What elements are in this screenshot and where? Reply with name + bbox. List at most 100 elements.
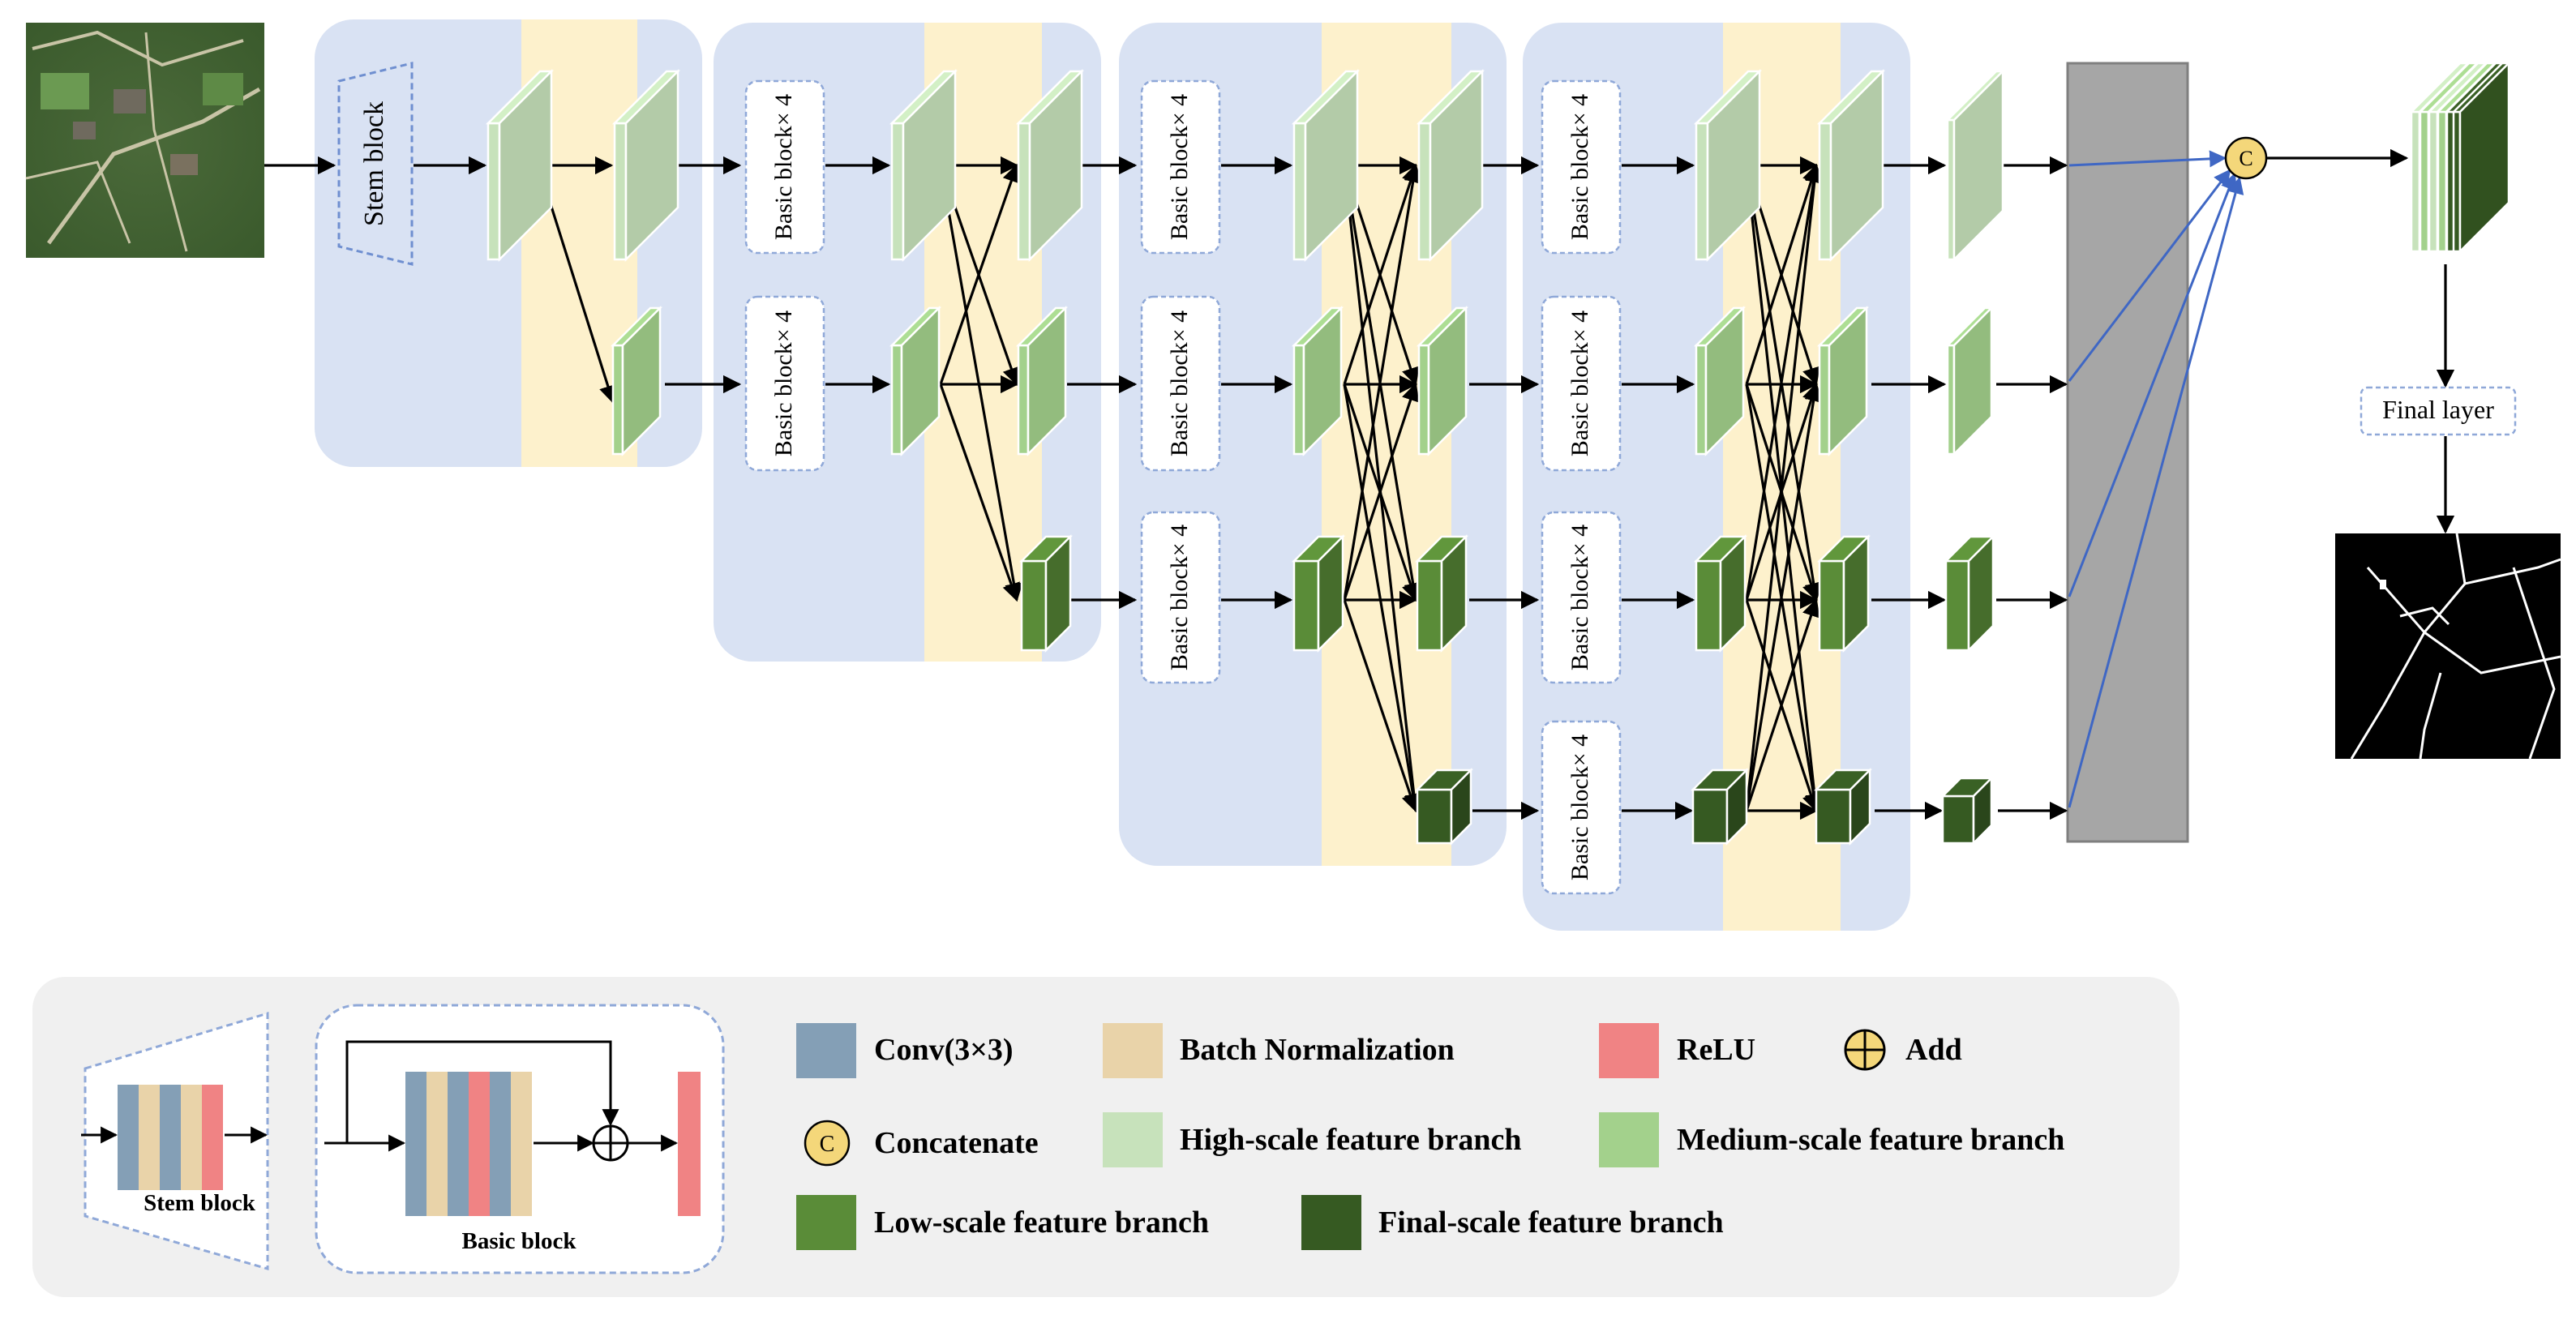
legend-basic-block: Basic block (315, 1004, 725, 1274)
stage4-final-out-front (1815, 788, 1852, 845)
stage4-high-out-front (1818, 122, 1832, 261)
stage3-low-out (1414, 533, 1469, 653)
stage3-medium-in-front (1292, 344, 1305, 456)
stage3-high-in (1291, 68, 1361, 263)
arrow-28 (1343, 383, 1422, 813)
stage3-medium-out (1416, 305, 1469, 457)
basic-block-box-5 (1140, 511, 1221, 684)
stage2-high-out-side (1028, 68, 1083, 263)
stage2-low-out-front (1020, 559, 1048, 652)
final-layer-label: Final layer (2382, 395, 2494, 424)
satellite-image-icon (25, 23, 264, 258)
stage4-final-in-side (1725, 767, 1748, 846)
basic-block-box-1 (744, 79, 825, 255)
legend-concatenate-label: Concatenate (874, 1126, 1039, 1160)
stage4-low-out-side (1842, 533, 1870, 653)
stage2-medium-in-side (900, 305, 941, 457)
legend-conv-label: Conv(3×3) (874, 1033, 1014, 1067)
stage3-high-in-side (1304, 68, 1359, 263)
basic-block-label-4: Basic block× 4 (1166, 310, 1193, 456)
arrow-53 (1745, 163, 1824, 812)
stage2-medium-in-front (890, 344, 903, 456)
legend-final-label: Final-scale feature branch (1378, 1206, 1724, 1240)
arrow-45 (1745, 163, 1820, 385)
stage1-high-out-front (613, 122, 628, 261)
arrow-29 (1343, 163, 1422, 601)
legend-stem-block-label: Stem block (144, 1190, 256, 1216)
stage3-low-in-front (1292, 559, 1320, 652)
legend-add-icon (1844, 1029, 1886, 1071)
legend-final-swatch (1301, 1195, 1361, 1250)
basic-block-box-2 (744, 295, 825, 472)
legend-relu-label: ReLU (1677, 1033, 1755, 1067)
stage3-high-in-front (1292, 122, 1307, 261)
post-low-front (1944, 559, 1970, 652)
stem-block-label: Stem block (359, 101, 389, 226)
arrow-32 (1343, 599, 1420, 813)
basic-block-label-5: Basic block× 4 (1166, 525, 1193, 670)
stage4-high-in-side (1706, 68, 1761, 263)
basic-block-label-7: Basic block× 4 (1567, 310, 1593, 456)
stage1-high-out (611, 68, 681, 263)
stage1-medium-out-front (611, 344, 624, 456)
legend-low-label: Low-scale feature branch (874, 1206, 1209, 1240)
stage2-medium-out (1015, 305, 1069, 457)
arrow-65 (2068, 150, 2227, 168)
post-medium (1944, 305, 1995, 457)
final-layer-box: Final layer (2360, 386, 2517, 436)
output-map-2-front (2419, 110, 2430, 253)
road-mask-icon (2335, 533, 2561, 760)
stage3-medium-out-front (1417, 344, 1430, 456)
output-map-final (2450, 60, 2512, 255)
basic-block-label-3: Basic block× 4 (1166, 94, 1193, 240)
arrow-49 (1745, 163, 1823, 601)
stage3-low-out-front (1416, 559, 1443, 652)
stage4-final-out-side (1849, 767, 1871, 846)
stage1-high-out-side (624, 68, 679, 263)
arrow-30 (1343, 382, 1420, 601)
stage4-final-in (1690, 767, 1750, 846)
legend-panel: Stem block Basic block Conv(3×3) Batch N… (32, 977, 2180, 1297)
basic-block-box-3 (1140, 79, 1221, 255)
basic-block-label-9: Basic block× 4 (1567, 734, 1593, 880)
stage4-final-in-front (1691, 788, 1729, 845)
arrow-68 (2068, 176, 2244, 808)
stage4-high-in-front (1695, 122, 1709, 261)
post-high (1944, 68, 2006, 263)
stage4-low-in (1693, 533, 1748, 653)
stage4-low-in-side (1719, 533, 1747, 653)
stage4-medium-out-side (1828, 305, 1868, 457)
arrow-25 (1343, 163, 1420, 385)
basic-block-label-1: Basic block× 4 (770, 94, 797, 240)
stage4-medium-in-side (1704, 305, 1745, 457)
stage4-medium-in-front (1695, 344, 1708, 456)
stage4-high-in (1693, 68, 1763, 263)
stage3-low-out-side (1440, 533, 1468, 653)
basic-block-label-8: Basic block× 4 (1567, 525, 1593, 670)
stage2-high-in-front (890, 122, 905, 261)
arrow-11 (939, 165, 1023, 602)
connection-arrows (264, 148, 2455, 820)
legend-bn-swatch (1103, 1023, 1163, 1078)
post-medium-side (1952, 305, 1993, 457)
legend-medium-swatch (1599, 1112, 1659, 1167)
stage4-high-out-side (1829, 68, 1884, 263)
stage1-medium-out-side (621, 305, 662, 457)
legend-concat-symbol: C (820, 1132, 835, 1157)
stage3-medium-out-side (1427, 305, 1468, 457)
stage3-final-out-front (1416, 788, 1453, 845)
legend-medium-label: Medium-scale feature branch (1677, 1123, 2064, 1157)
stage3-medium-in (1291, 305, 1344, 457)
stage1-medium-out (610, 305, 663, 457)
stage3-high-out (1416, 68, 1485, 263)
stage2-medium-in (889, 305, 942, 457)
legend-stem-block: Stem block (81, 1011, 269, 1270)
feature-maps (485, 60, 2512, 846)
arrow-54 (1745, 382, 1823, 812)
legend-add-label: Add (1905, 1033, 1962, 1067)
stage2-high-out-front (1017, 122, 1031, 261)
stage3-high-out-front (1417, 122, 1432, 261)
output-map-1-front (2410, 110, 2421, 253)
